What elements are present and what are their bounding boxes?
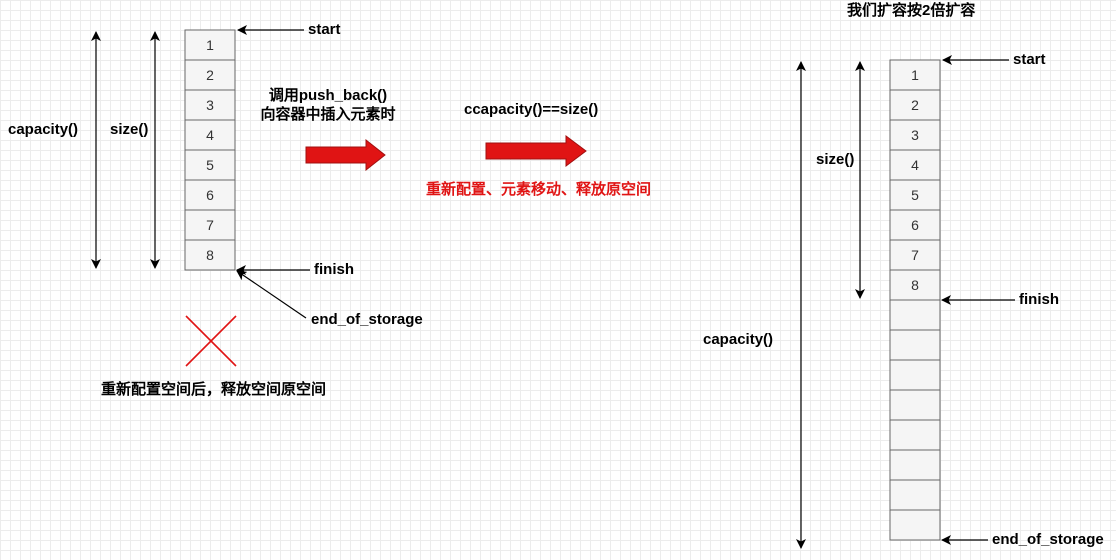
right-capacity-label: capacity() <box>703 331 774 348</box>
right-vector-cell-label: 8 <box>911 277 919 293</box>
right-vector-cell <box>889 269 941 301</box>
discard-note: 重新配置空间后，释放空间原空间 <box>101 381 327 398</box>
right-start-label: start <box>1013 51 1046 68</box>
right-vector-cell <box>889 419 941 451</box>
right-vector-cell <box>889 209 941 241</box>
right-vector-cell <box>889 479 941 511</box>
right-vector-cell-label: 4 <box>911 157 919 173</box>
right-end-of-storage-label: end_of_storage <box>992 531 1104 548</box>
left-vector-cell <box>184 119 236 151</box>
discard-cross-icon <box>185 315 237 367</box>
right-vector-cell-label: 6 <box>911 217 919 233</box>
left-vector-cell-label: 2 <box>206 67 214 83</box>
left-size-label: size() <box>110 121 149 138</box>
left-vector-cell-label: 3 <box>206 97 214 113</box>
right-vector-cell-label: 3 <box>911 127 919 143</box>
left-end-of-storage-label: end_of_storage <box>311 311 423 328</box>
right-vector-cell-label: 2 <box>911 97 919 113</box>
left-vector-cell <box>184 179 236 211</box>
right-vector-cell-label: 1 <box>911 67 919 83</box>
left-vector-cell-label: 1 <box>206 37 214 53</box>
push-back-call-line2: 向容器中插入元素时 <box>260 106 396 123</box>
right-vector-cell <box>889 449 941 481</box>
red-block-arrow-1 <box>305 138 386 172</box>
right-title: 我们扩容按2倍扩容 <box>847 2 976 19</box>
left-vector-cell <box>184 239 236 271</box>
push-back-call-line1: 调用push_back() <box>268 87 388 104</box>
left-end-of-storage-arrow <box>236 270 307 319</box>
left-vector-cell-label: 6 <box>206 187 214 203</box>
right-vector-cell <box>889 359 941 391</box>
right-size-label: size() <box>816 151 855 168</box>
left-vector-cell-label: 7 <box>206 217 214 233</box>
red-block-arrow-2 <box>485 135 587 167</box>
right-vector-cell-label: 5 <box>911 187 919 203</box>
right-vector-cell <box>889 389 941 421</box>
left-finish-label: finish <box>314 261 354 278</box>
left-vector-cell-label: 8 <box>206 247 214 263</box>
left-vector-cell <box>184 29 236 61</box>
right-vector-cells: 1 2 3 4 5 6 7 8 <box>889 59 941 541</box>
right-vector-cell <box>889 119 941 151</box>
left-vector-cell-label: 4 <box>206 127 214 143</box>
realloc-action-label: 重新配置、元素移动、释放原空间 <box>426 181 652 198</box>
left-vector-cells: 1 2 3 4 5 6 7 8 <box>184 29 236 271</box>
right-vector-cell <box>889 329 941 361</box>
right-vector-cell-label: 7 <box>911 247 919 263</box>
right-vector-cell <box>889 509 941 541</box>
right-vector-cell <box>889 149 941 181</box>
right-finish-label: finish <box>1019 291 1059 308</box>
right-vector-cell <box>889 299 941 331</box>
condition-label: ccapacity()==size() <box>464 101 599 118</box>
left-vector-cell <box>184 59 236 91</box>
left-capacity-label: capacity() <box>8 121 79 138</box>
right-vector-cell <box>889 89 941 121</box>
left-start-label: start <box>308 21 341 38</box>
left-vector-cell-label: 5 <box>206 157 214 173</box>
